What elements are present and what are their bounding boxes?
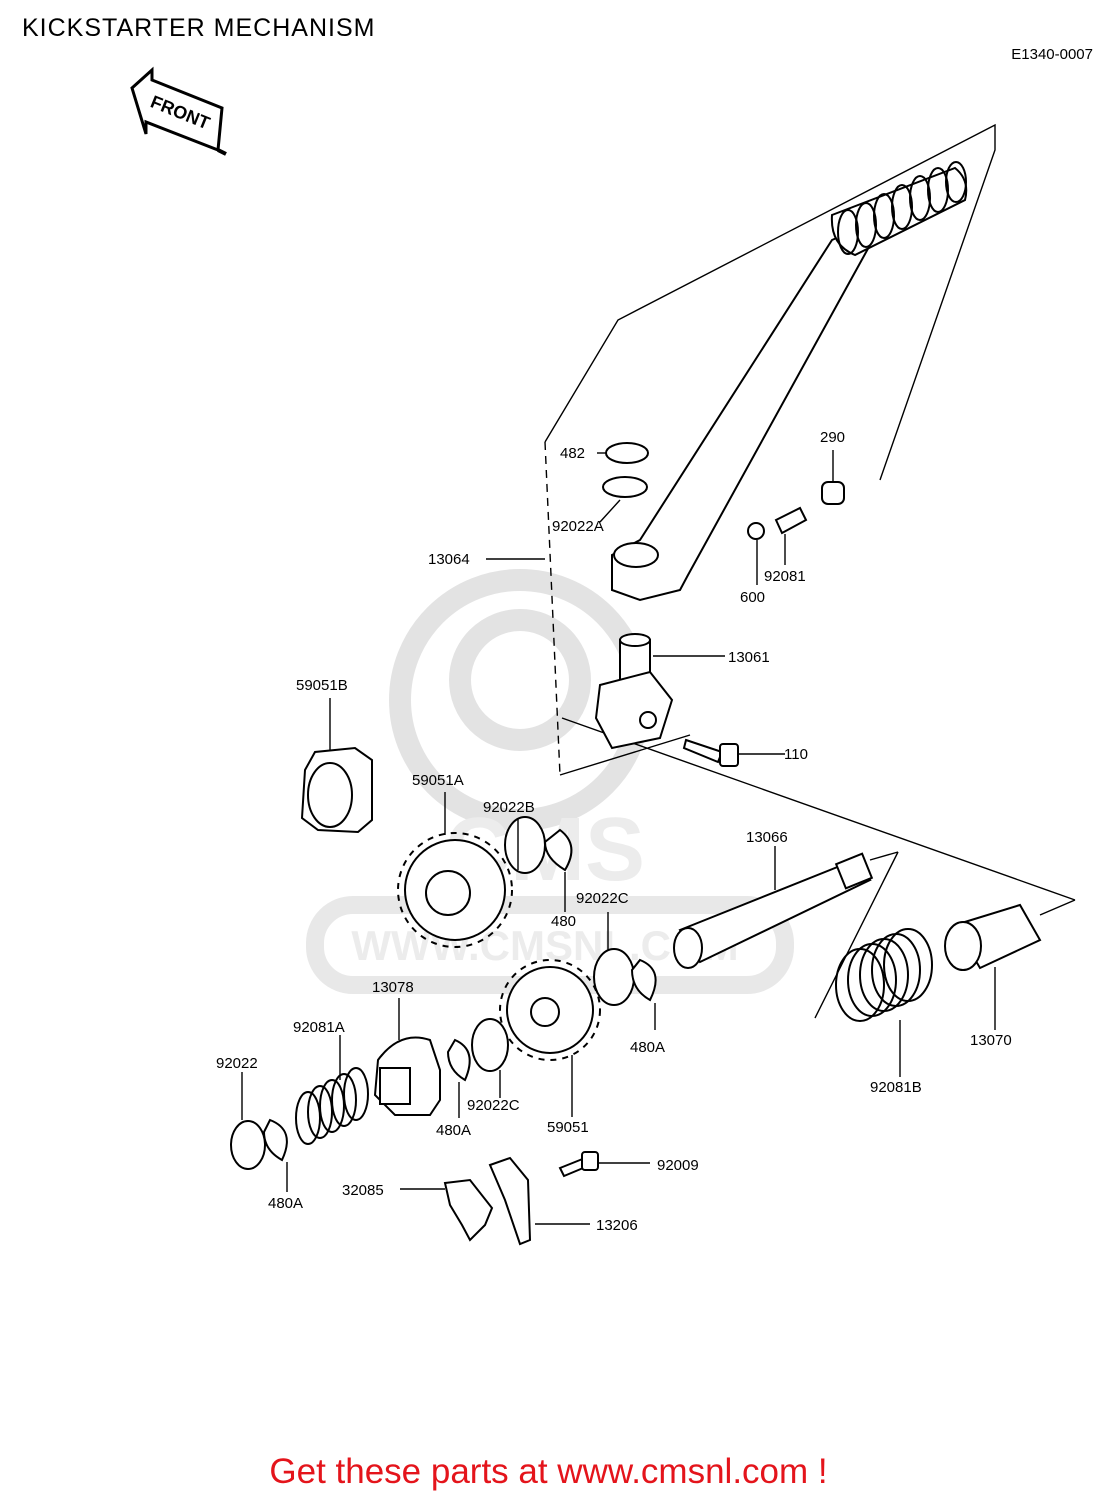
label-59051B: 59051B [296,677,348,694]
bolt-110-part[interactable] [682,738,739,767]
label-480A-mid: 480A [436,1122,471,1139]
washer-92022C-bottom-part[interactable] [471,1018,509,1072]
sleeve-13070-part[interactable] [944,903,1042,971]
label-13064: 13064 [428,551,470,568]
label-482: 482 [560,445,585,462]
label-13070: 13070 [970,1032,1012,1049]
diagram-title: KICKSTARTER MECHANISM [22,14,376,42]
gear-59051B-part[interactable] [300,746,373,834]
plate-13206-part[interactable] [488,1156,532,1246]
label-13206: 13206 [596,1217,638,1234]
leader-lines [241,450,996,1225]
label-92022B: 92022B [483,799,535,816]
label-110: 110 [784,746,808,763]
front-arrow-icon: FRONT [130,66,227,156]
circlip-480A-right-part[interactable] [630,958,657,1002]
label-59051: 59051 [547,1119,589,1136]
kick-lever-part[interactable] [611,161,968,602]
projection-lines [544,123,1076,1019]
circlip-480A-mid-part[interactable] [446,1038,471,1082]
washer-92022A-part[interactable] [602,476,648,498]
washer-92022-part[interactable] [230,1120,266,1170]
circlip-480-part[interactable] [543,828,573,872]
label-92009: 92009 [657,1157,699,1174]
label-92022: 92022 [216,1055,258,1072]
circlip-480A-left-part[interactable] [262,1118,288,1162]
label-32085: 32085 [342,1182,384,1199]
spring-92081B-part[interactable] [835,928,933,1022]
label-13078: 13078 [372,979,414,996]
part-labels: 482 290 92022A 13064 92081 600 13061 590… [216,429,1012,1234]
label-600: 600 [740,589,765,606]
label-480A-right: 480A [630,1039,665,1056]
ball-600-part[interactable] [747,522,765,540]
ratchet-13078-part[interactable] [373,1036,441,1116]
shop-link[interactable]: Get these parts at www.cmsnl.com ! [269,1452,828,1491]
label-13061: 13061 [728,649,770,666]
label-92022A: 92022A [552,518,604,535]
spring-92081A-part[interactable] [295,1067,369,1145]
label-92081A: 92081A [293,1019,345,1036]
guide-32085-part[interactable] [443,1178,494,1242]
label-92081: 92081 [764,568,806,585]
label-480: 480 [551,913,576,930]
plug-290-part[interactable] [821,481,845,505]
label-92081B: 92081B [870,1079,922,1096]
spring-92081-part[interactable] [774,506,808,535]
label-290: 290 [820,429,845,446]
kick-shaft-13061-part[interactable] [594,633,674,750]
exploded-parts-diagram: CMS WWW.CMSNL.COM FRONT [130,66,1076,1246]
label-92022C-bottom: 92022C [467,1097,520,1114]
gear-59051A-part[interactable] [397,832,513,948]
washer-92022C-top-part[interactable] [593,948,635,1006]
label-480A-left: 480A [268,1195,303,1212]
circlip-482-part[interactable] [605,442,649,464]
gear-59051-part[interactable] [499,959,601,1061]
kick-shaft-13066-part[interactable] [673,852,874,969]
label-13066: 13066 [746,829,788,846]
washer-92022B-part[interactable] [504,816,546,874]
label-59051A: 59051A [412,772,464,789]
label-92022C-top: 92022C [576,890,629,907]
bolt-92009-part[interactable] [558,1151,599,1178]
diagram-code: E1340-0007 [1011,46,1093,63]
